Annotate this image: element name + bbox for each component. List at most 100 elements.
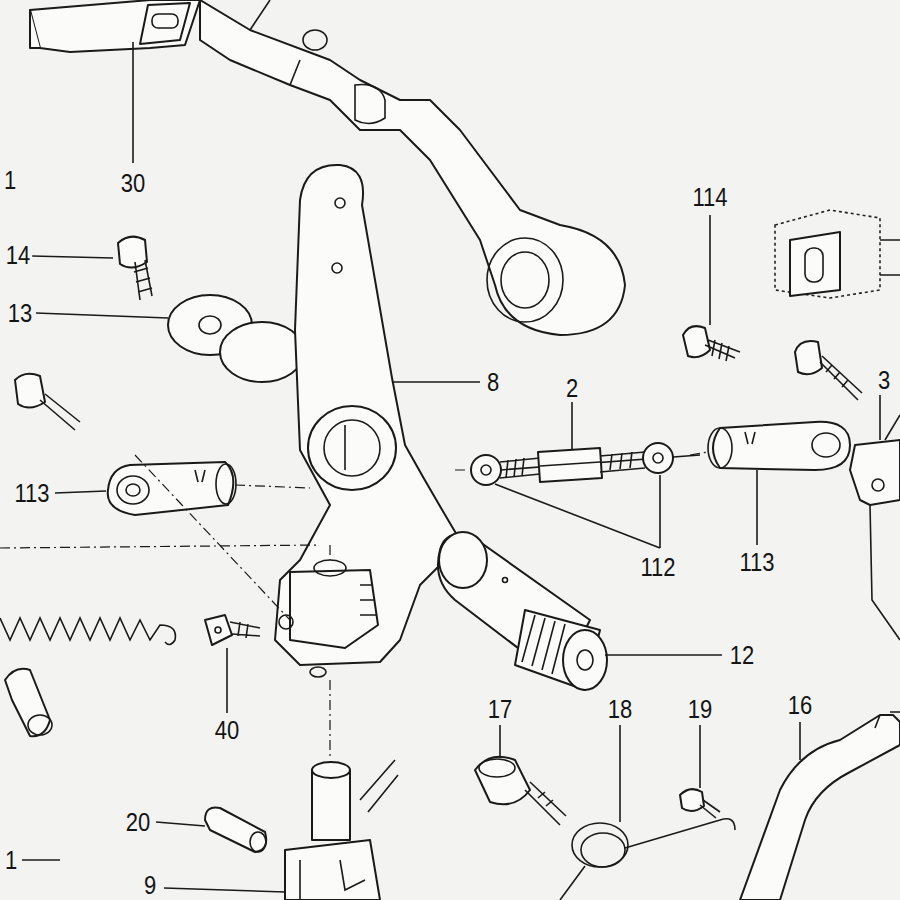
bracket-part [850, 415, 900, 640]
turnbuckle-part [471, 455, 501, 485]
bracket-part [775, 210, 900, 298]
pin-part [205, 808, 266, 853]
screw-part [475, 757, 530, 805]
bracket-part [30, 0, 200, 52]
screw-part [134, 260, 152, 300]
screw-part [205, 615, 232, 645]
pin-part [438, 532, 607, 690]
centre-line [455, 452, 708, 470]
rod-end-part [745, 432, 755, 444]
rod-end-part [195, 470, 205, 482]
screw-part [680, 789, 720, 818]
callout-number: 30 [119, 170, 147, 197]
lever-part [740, 715, 900, 900]
centre-line [235, 485, 310, 488]
screw-part [215, 627, 221, 633]
callout-number: 9 [142, 871, 158, 898]
crank-part [314, 560, 346, 576]
centre-line [135, 455, 290, 620]
screw-part [795, 341, 822, 374]
shaft-part [300, 860, 365, 900]
turnbuckle-part [500, 458, 540, 478]
leader-line [164, 888, 285, 892]
shaft-part [285, 760, 398, 900]
callout-number: 13 [6, 300, 34, 327]
callout-number: 3 [876, 367, 892, 394]
shaft-part [285, 840, 380, 900]
turnbuckle-part [653, 453, 663, 463]
turnbuckle-part [643, 443, 673, 473]
washer-part [199, 316, 221, 334]
leader-line [32, 256, 113, 258]
leader-line [499, 725, 501, 758]
shaft-part [312, 762, 350, 778]
callout-number: 113 [13, 480, 52, 507]
screw-part [40, 394, 80, 430]
callout-number: 114 [691, 184, 730, 211]
rod-end-part [126, 484, 140, 496]
lever-part [355, 85, 385, 124]
bracket-part [805, 248, 823, 282]
crank-part [220, 322, 304, 382]
leader-line [709, 215, 711, 325]
turnbuckle-part [471, 443, 700, 485]
stud-part [28, 715, 52, 735]
bracket-part [870, 415, 900, 640]
crank-part [360, 585, 376, 615]
screw-part [479, 759, 515, 777]
crank-part [344, 425, 346, 470]
centre-line [0, 545, 320, 548]
crank-part [324, 420, 380, 476]
crank-part [279, 615, 293, 629]
crank-part [220, 165, 460, 677]
screw-part [230, 622, 260, 638]
lever-part [200, 0, 625, 335]
callout-number: 17 [486, 696, 514, 723]
bracket-part [850, 440, 900, 505]
crank-part [275, 165, 460, 665]
shaft-part [360, 760, 398, 812]
screw-part [705, 340, 740, 361]
leader-line [605, 654, 722, 656]
screw-part [525, 782, 566, 825]
spring-part [0, 618, 175, 645]
screw-part [475, 757, 566, 825]
leader-line [36, 313, 168, 318]
rod-end-part [713, 422, 850, 470]
leader-line [619, 725, 621, 822]
pin-part [503, 578, 508, 583]
pin-part [563, 630, 607, 690]
screw-part [205, 615, 260, 645]
callout-number: 18 [606, 696, 634, 723]
lever-part [250, 0, 300, 85]
leader-line [879, 395, 881, 440]
bracket-part [30, 10, 40, 48]
lever-part [303, 30, 327, 50]
rod-end-part [708, 422, 850, 470]
leader-line [55, 491, 106, 493]
crank-part [332, 263, 342, 273]
leader-line [699, 725, 701, 788]
callout-number: 14 [4, 242, 32, 269]
lever-part [487, 238, 563, 322]
crank-part [308, 406, 396, 490]
callout-number: 40 [213, 717, 241, 744]
callout-number: 1 [3, 847, 19, 874]
callout-number: 12 [728, 642, 756, 669]
turnbuckle-part [600, 452, 645, 472]
crank-part [290, 570, 378, 648]
rod-end-part [216, 464, 236, 504]
callout-number: 16 [786, 692, 814, 719]
leader-line [799, 722, 801, 760]
screw-part [683, 326, 862, 400]
spring-part [0, 618, 175, 645]
screw-part [680, 789, 704, 811]
bracket-part [140, 3, 190, 44]
spring-part [560, 819, 735, 900]
leader-line [22, 859, 60, 861]
lever-part [740, 712, 900, 900]
screw-part [118, 237, 152, 300]
screw-part [15, 374, 45, 408]
